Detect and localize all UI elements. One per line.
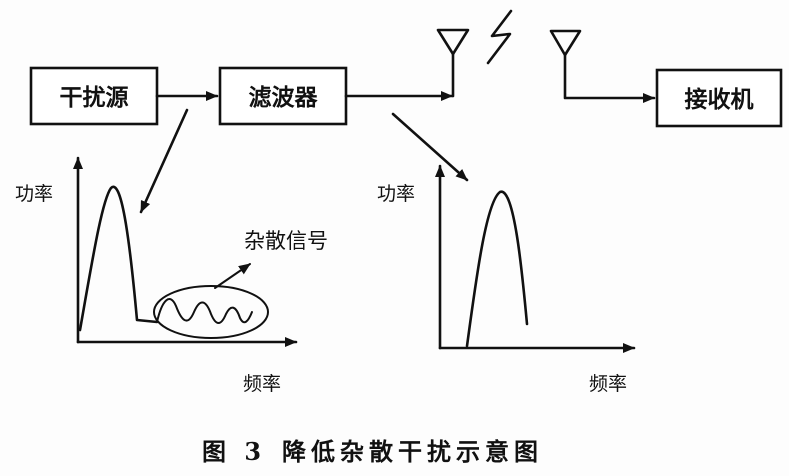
source-spectrum-pointer-arrow — [139, 108, 189, 214]
spurious-signal-label: 杂散信号 — [244, 229, 328, 253]
main-signal-peak — [78, 185, 159, 332]
filter-label: 滤波器 — [249, 85, 319, 111]
unfiltered-spectrum-plot: 功率 频率 杂散信号 — [15, 156, 328, 395]
spurious-signal-callout-arrow — [214, 263, 251, 289]
figure-number: 图 3 — [202, 437, 266, 466]
filter-block: 滤波器 — [218, 66, 348, 126]
figure-caption: 图 3 降低杂散干扰示意图 — [202, 437, 543, 466]
receiver-label: 接收机 — [685, 86, 754, 113]
spurious-signal-curve — [156, 298, 253, 324]
figure-title: 降低杂散干扰示意图 — [282, 437, 543, 466]
interference-source-block: 干扰源 — [29, 66, 159, 126]
left-plot-ylabel: 功率 — [15, 183, 53, 205]
right-plot-ylabel: 功率 — [377, 183, 415, 205]
filtered-signal-peak — [465, 190, 529, 348]
filtered-spectrum-plot: 功率 频率 — [377, 164, 636, 395]
receive-antenna-icon — [549, 29, 656, 103]
right-plot-xlabel: 频率 — [589, 373, 627, 395]
filtered-spectrum-pointer-arrow — [391, 112, 469, 182]
wireless-link-icon — [486, 9, 513, 65]
spurious-signal-ellipse — [153, 285, 269, 339]
left-plot-xlabel: 频率 — [243, 373, 281, 395]
transmit-antenna-icon — [436, 28, 470, 98]
interference-source-label: 干扰源 — [60, 85, 129, 111]
receiver-block: 接收机 — [655, 68, 783, 128]
